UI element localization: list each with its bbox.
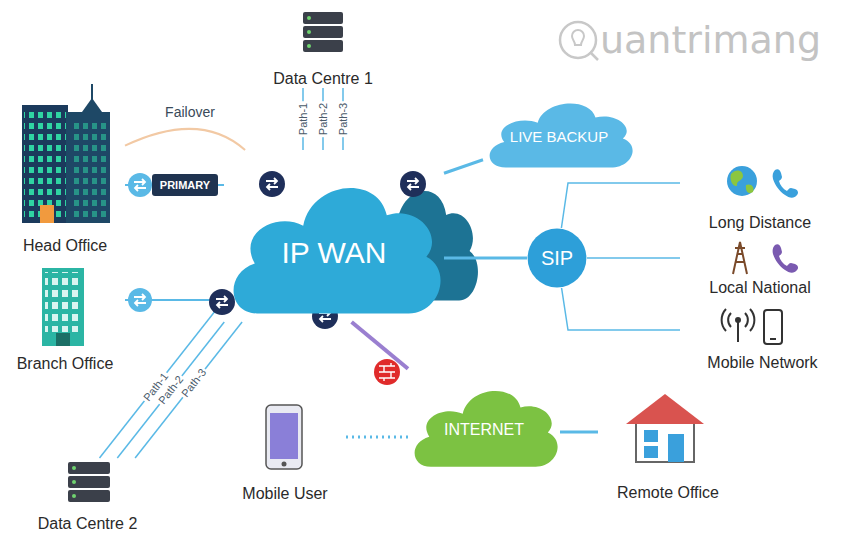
connector-line (99, 300, 224, 458)
wan-cloud: IP WAN (224, 150, 444, 322)
watermark: uantrimang (600, 18, 821, 62)
service-node: Local National (680, 235, 840, 297)
node-label: INTERNET (444, 421, 524, 439)
switch-badge (128, 173, 152, 197)
node-label: Branch Office (17, 355, 114, 373)
connector-line (561, 183, 680, 228)
cloud-shape (483, 84, 635, 172)
head-office-building (22, 84, 110, 223)
edge-label: Path-3 (337, 101, 350, 137)
globe-phone-icon (727, 166, 798, 198)
smartphone-icon (266, 405, 302, 469)
firewall-icon (374, 359, 400, 385)
house-icon (626, 394, 704, 462)
cloud-shape (224, 150, 444, 322)
data-centre-node: Data Centre 2 (20, 458, 155, 533)
node-label: SIP (541, 247, 573, 270)
edge-label: Failover (163, 106, 217, 119)
office-node: Remote Office (598, 392, 738, 502)
connector-line (444, 257, 527, 260)
node-label: Remote Office (617, 484, 719, 502)
sip-circle: SIP (527, 228, 587, 288)
connector-line (218, 184, 224, 186)
switch-badge (209, 289, 235, 315)
switch-badge (400, 171, 426, 197)
edge-label: Path-1 (297, 101, 310, 137)
server-icon (303, 12, 343, 52)
node-label: Local National (709, 279, 810, 297)
node-label: Long Distance (709, 214, 811, 232)
node-label: Mobile User (242, 485, 327, 503)
node-label: PRIMARY (160, 179, 210, 191)
node-label: Head Office (23, 237, 107, 255)
internet-cloud: INTERNET (408, 368, 560, 472)
edge-label: Path-2 (317, 101, 330, 137)
switch-badge (128, 288, 152, 312)
tower-phone-icon (733, 242, 798, 274)
watermark-logo (560, 22, 598, 60)
node-label: LIVE BACKUP (510, 128, 608, 145)
antenna-phone-icon (722, 309, 782, 344)
connector-line (135, 322, 242, 458)
connector-line (125, 129, 245, 150)
node-label: Data Centre 1 (273, 70, 373, 88)
office-node: Branch Office (5, 265, 125, 373)
node-label: Data Centre 2 (38, 515, 138, 533)
primary-link-box: PRIMARY (152, 174, 218, 196)
connector-line (117, 322, 224, 458)
switch-badge (259, 171, 285, 197)
user-node: Mobile User (225, 398, 345, 503)
node-label: IP WAN (281, 236, 386, 270)
backup-cloud: LIVE BACKUP (483, 84, 635, 172)
connector-line (444, 160, 483, 174)
service-node: Long Distance (680, 160, 840, 232)
connector-line (587, 257, 680, 259)
service-node: Mobile Network (680, 305, 845, 372)
server-icon (68, 462, 110, 502)
cloud-shape (408, 368, 560, 472)
node-label: Mobile Network (707, 354, 817, 372)
office-node: Head Office (5, 95, 125, 255)
branch-office-building (42, 268, 84, 346)
connector-line (562, 288, 680, 330)
connector-line (345, 436, 408, 439)
data-centre-node: Data Centre 1 (258, 8, 388, 88)
connector-line (560, 431, 598, 434)
